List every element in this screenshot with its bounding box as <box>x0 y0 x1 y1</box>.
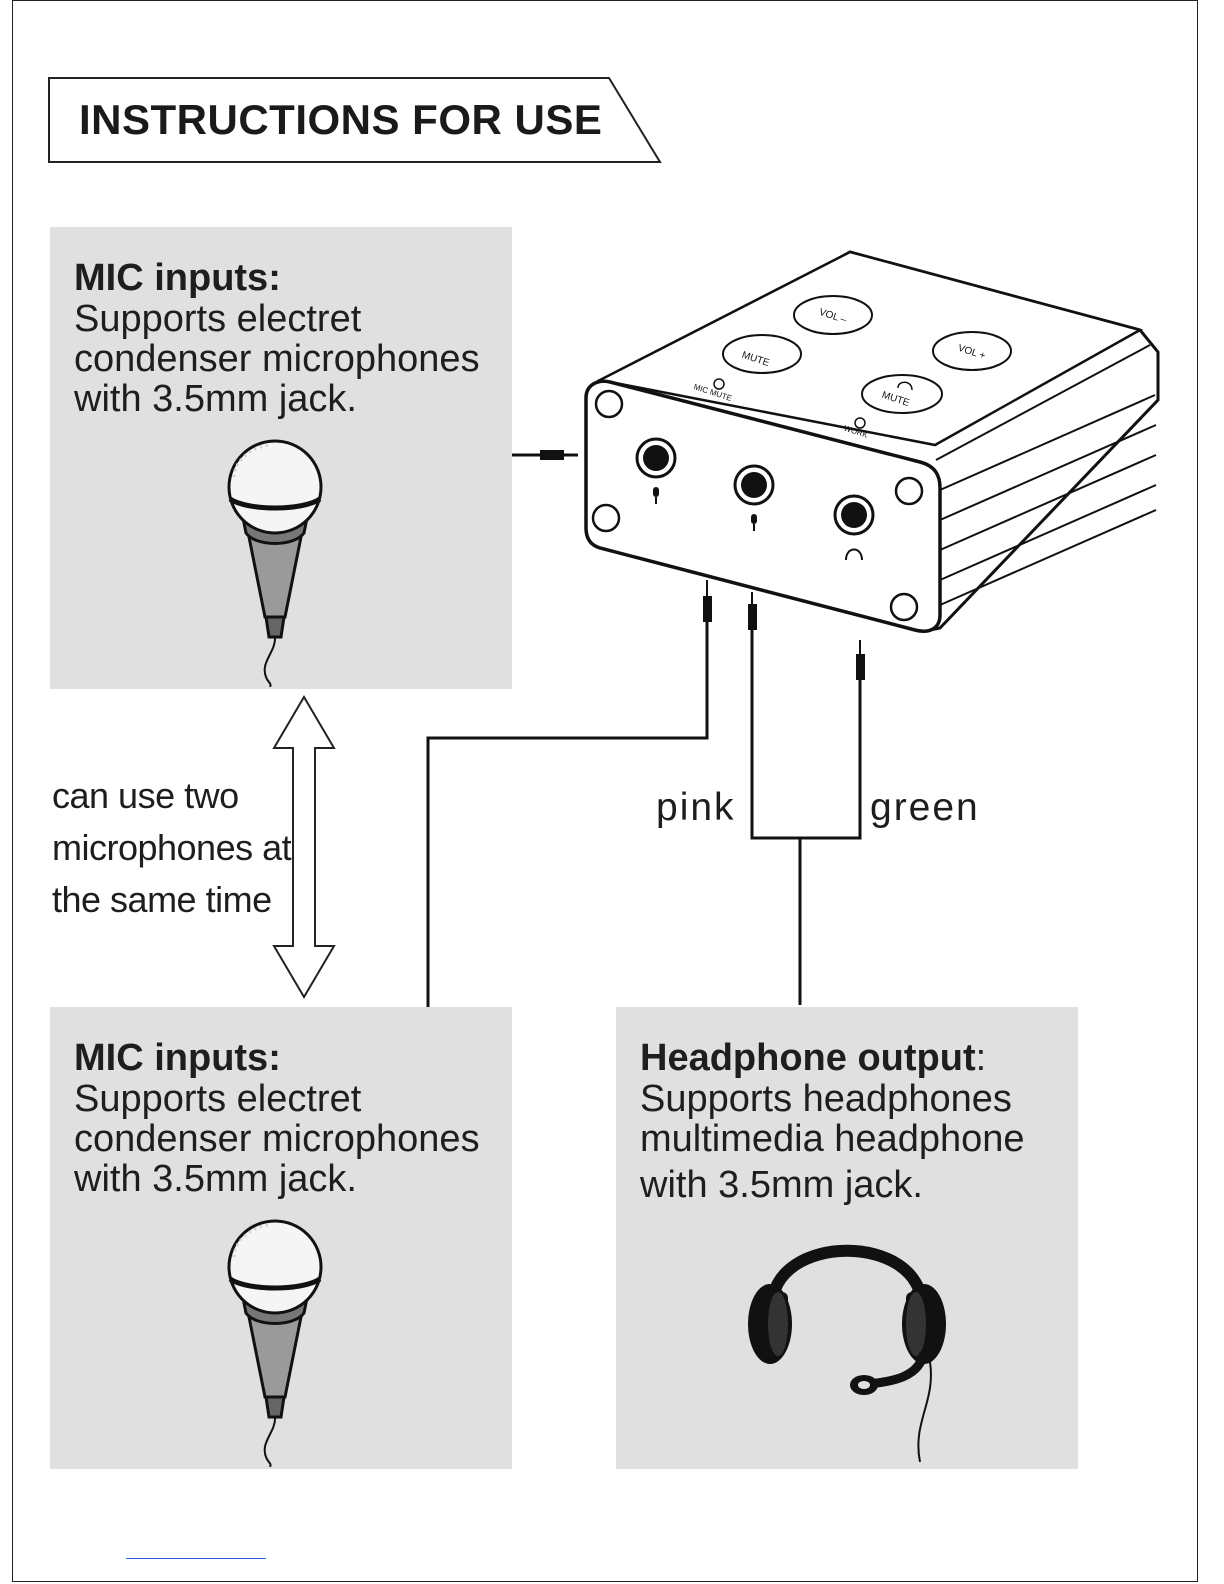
footer-rule <box>126 1558 266 1559</box>
side-note-line: the same time <box>52 879 272 920</box>
side-note-line: can use two <box>52 775 239 816</box>
headphone-cable <box>748 592 865 1005</box>
panel-line: with 3.5mm jack. <box>74 378 357 420</box>
panel-line: multimedia headphone <box>640 1118 1025 1160</box>
headphone-output-panel: Headphone output: Supports headphones mu… <box>616 1007 1078 1469</box>
mic-mute-indicator <box>713 378 725 390</box>
mic-jack-icon <box>733 464 775 531</box>
side-note-line: microphones at <box>52 827 292 868</box>
mic-input-panel-top: MIC inputs: Supports electret condenser … <box>50 227 512 689</box>
mic-input-panel-bottom: MIC inputs: Supports electret condenser … <box>50 1007 512 1469</box>
panel-body: Supports electret condenser microphones … <box>74 1079 480 1199</box>
panel-heading-colon: : <box>975 1037 987 1079</box>
panel-line: condenser microphones <box>74 338 480 380</box>
panel-heading: MIC inputs: <box>74 1037 281 1079</box>
panel-body: Supports headphones multimedia headphone… <box>640 1079 1025 1205</box>
page-title: INSTRUCTIONS FOR USE <box>79 96 603 143</box>
panel-body: Supports electret condenser microphones … <box>74 299 480 419</box>
microphone-icon <box>227 439 323 687</box>
panel-line: with 3.5mm jack. <box>640 1164 923 1206</box>
panel-line: with 3.5mm jack. <box>74 1158 357 1200</box>
title-banner <box>48 77 662 163</box>
audio-interface-device: VOL – VOL + MUTE MUTE MIC MUTE WORK <box>584 250 1160 633</box>
wire-label-pink: pink <box>656 786 736 829</box>
headphone-mute-button: MUTE <box>861 374 943 414</box>
side-note: can use two microphones at the same time <box>52 770 292 926</box>
panel-heading-text: Headphone output <box>640 1037 976 1079</box>
panel-heading: Headphone output: <box>640 1037 986 1080</box>
headphones-icon <box>748 1244 946 1462</box>
double-arrow-icon <box>272 695 336 999</box>
microphone-icon <box>227 1219 323 1467</box>
mic-jack-icon <box>635 437 677 504</box>
panel-heading: MIC inputs: <box>74 257 281 299</box>
mic-cable-bottom <box>426 580 712 1007</box>
panel-line: Supports electret <box>74 298 362 340</box>
work-indicator <box>854 417 866 429</box>
vol-down-button: VOL – <box>793 295 873 335</box>
panel-line: condenser microphones <box>74 1118 480 1160</box>
headphone-jack-icon <box>833 494 875 561</box>
panel-line: Supports headphones <box>640 1078 1012 1120</box>
panel-line: Supports electret <box>74 1078 362 1120</box>
wire-label-green: green <box>870 786 980 829</box>
mic-cable-top <box>512 450 578 460</box>
page-frame <box>12 0 1198 1582</box>
mic-mute-button: MUTE <box>722 334 802 374</box>
vol-up-button: VOL + <box>932 331 1012 371</box>
